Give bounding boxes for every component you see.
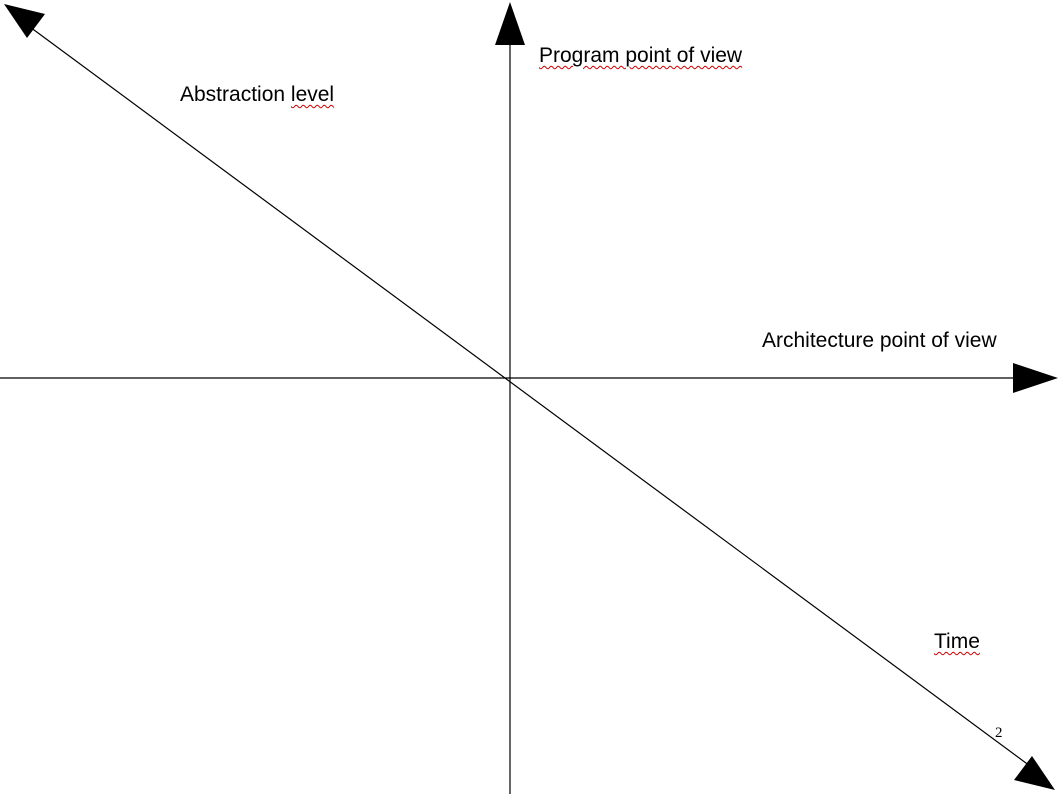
abstraction-level-label: Abstraction level [180,84,334,105]
abstraction-word: Abstraction [180,83,286,106]
horizontal-axis-arrowhead [1013,363,1058,393]
architecture-point-of-view-label: Architecture point of view [762,330,997,351]
page-number: 2 [995,725,1003,741]
time-label: Time [934,631,980,652]
program-point-of-view-label: Program point of view [539,45,742,66]
time-label-text: Time [934,630,980,653]
diagonal-axis-arrowhead-lower-right [1014,756,1055,790]
vertical-axis-arrowhead [495,2,525,45]
architecture-label-text: Architecture point of view [762,329,997,352]
diagonal-axis-line [29,26,1031,767]
level-word: level [290,83,335,106]
program-label-text: Program point of view [539,44,743,67]
diagonal-axis-arrowhead-upper-left [4,4,45,38]
